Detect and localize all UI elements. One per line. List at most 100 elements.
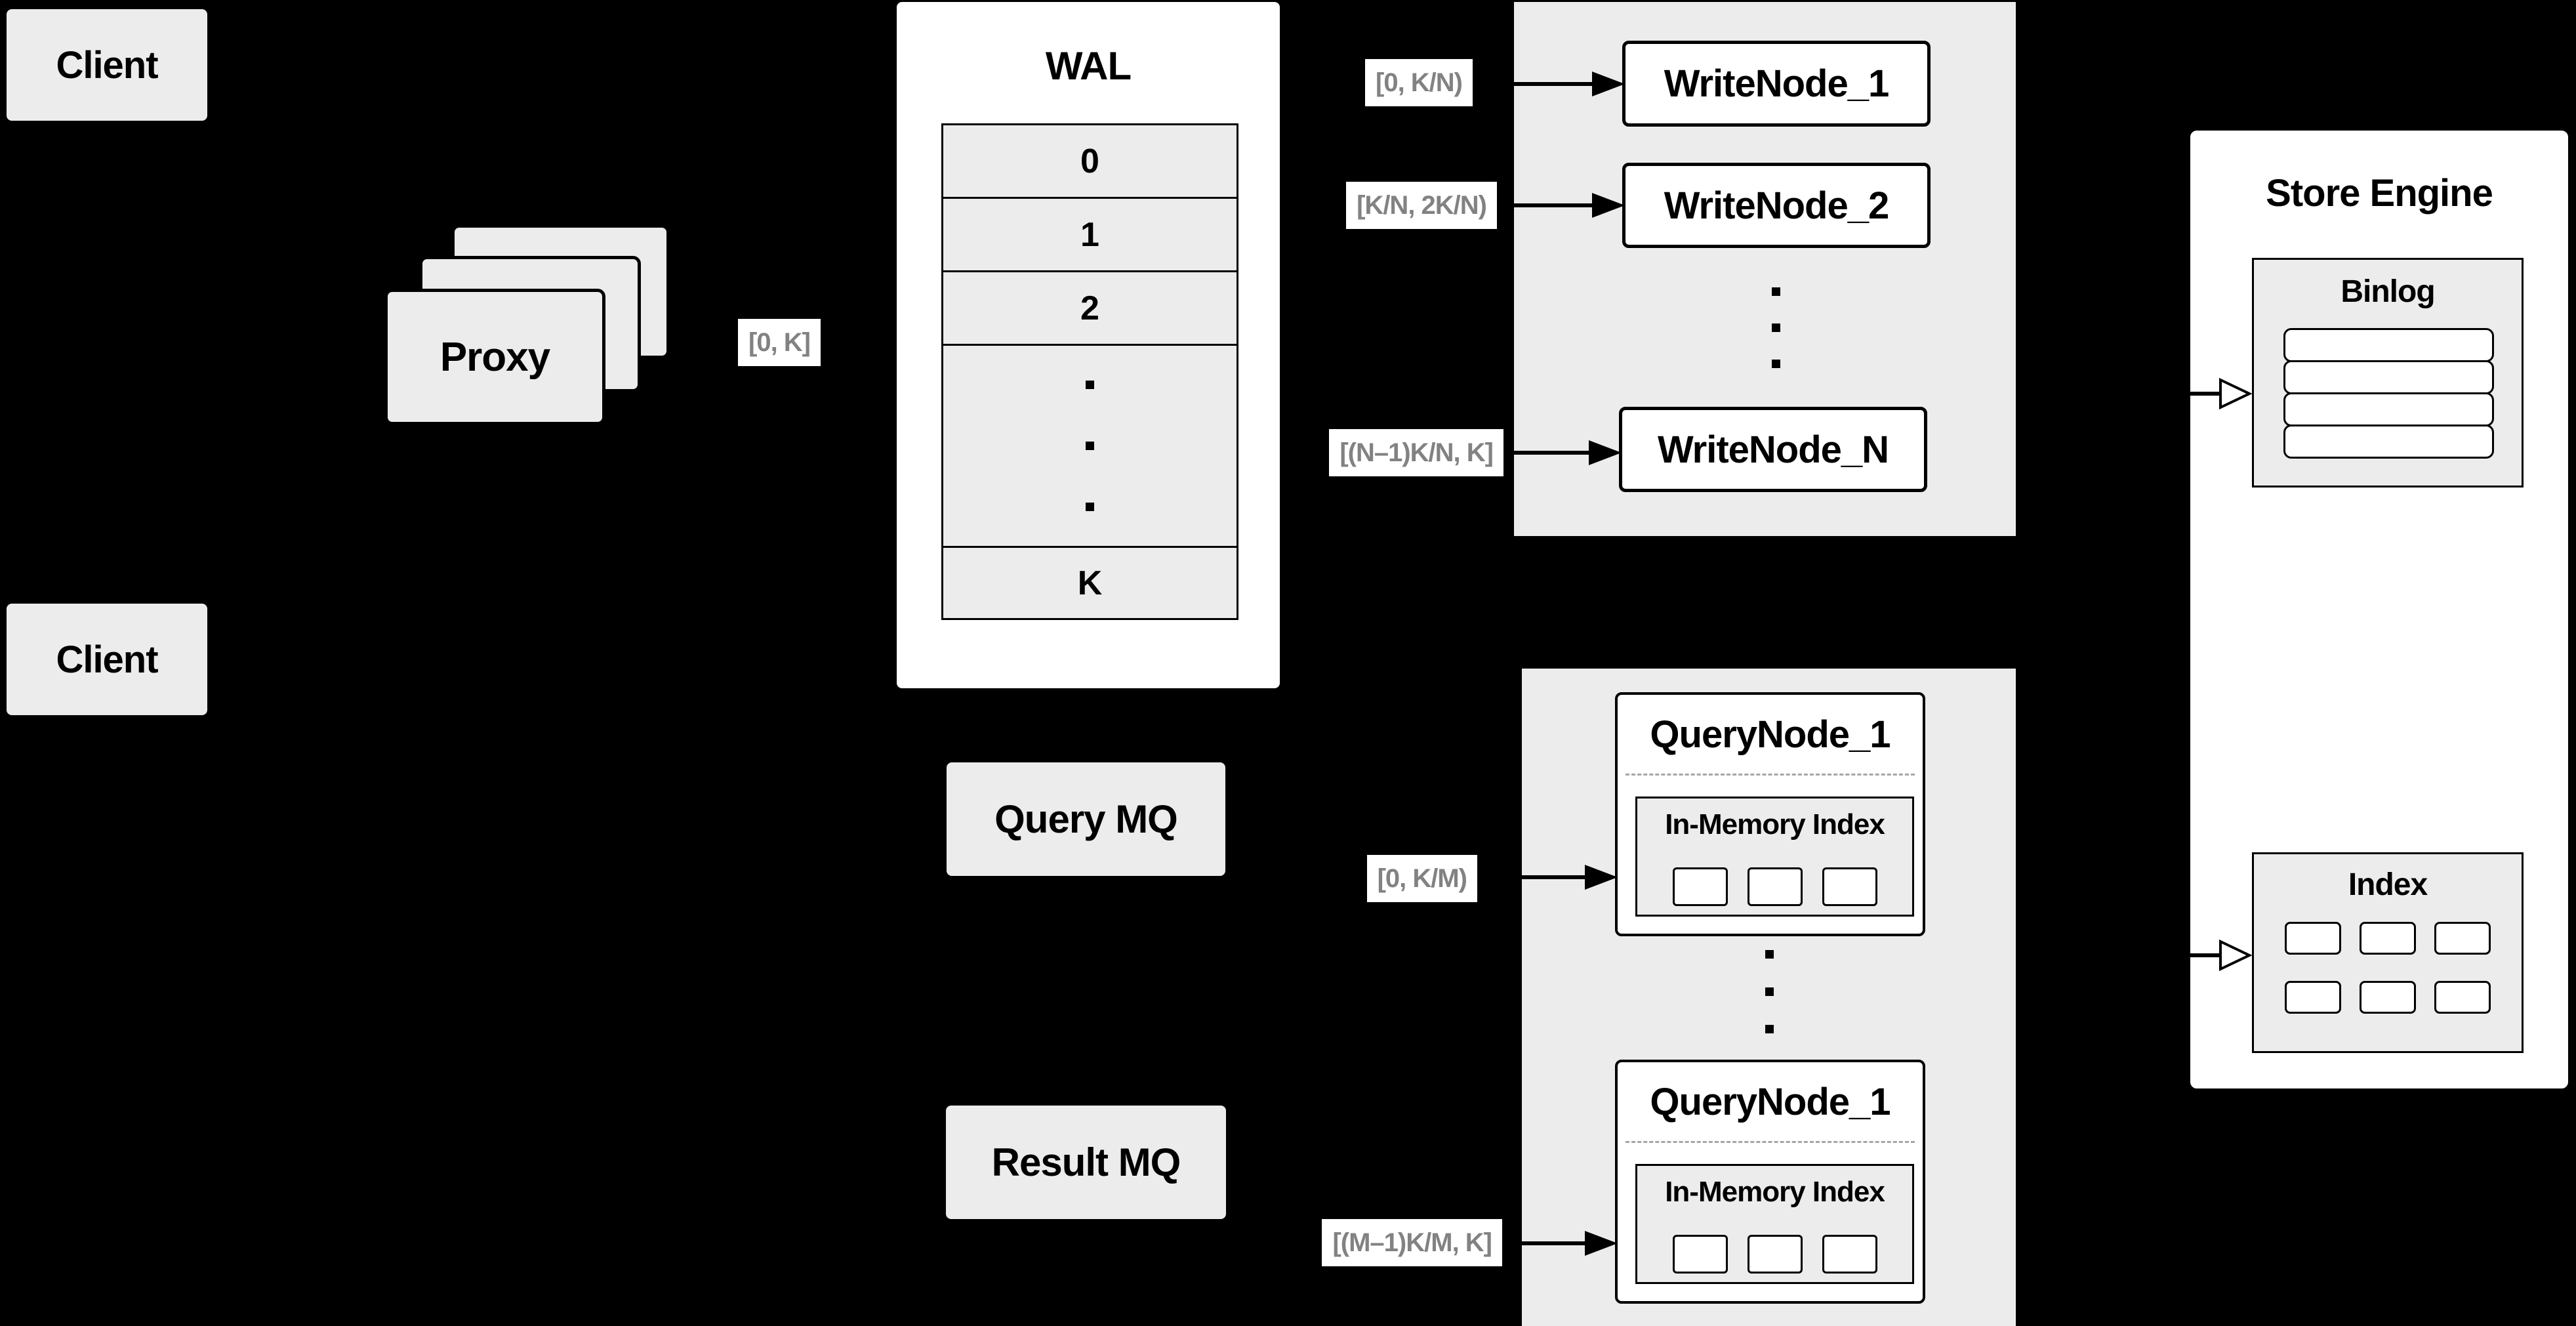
index-rect bbox=[2434, 922, 2491, 955]
segment-rects bbox=[1637, 1235, 1912, 1274]
segment-rect bbox=[1822, 1235, 1877, 1274]
wal-slot-ellipsis bbox=[941, 344, 1238, 548]
dot bbox=[1765, 950, 1774, 959]
client-bottom-box: Client bbox=[7, 604, 207, 715]
segment-rect bbox=[1672, 867, 1728, 906]
index-rect bbox=[2285, 922, 2341, 955]
index-rect bbox=[2285, 981, 2341, 1014]
write-node-1-label: WriteNode_1 bbox=[1664, 62, 1889, 105]
dot bbox=[1086, 442, 1094, 450]
dashed-separator bbox=[1625, 774, 1915, 776]
arrow-to-write-node-1 bbox=[1474, 72, 1625, 96]
query-node-ellipsis bbox=[1765, 950, 1774, 1033]
wal-slot-0-label: 0 bbox=[1080, 142, 1099, 180]
result-mq-label: Result MQ bbox=[991, 1140, 1181, 1184]
index-rect bbox=[2360, 981, 2416, 1014]
range-label-wnN: [(N–1)K/N, K] bbox=[1329, 429, 1503, 476]
range-label-wn2-text: [K/N, 2K/N) bbox=[1357, 190, 1487, 220]
in-memory-index-bottom-title: In-Memory Index bbox=[1637, 1171, 1912, 1213]
wal-slot-2-label: 2 bbox=[1080, 289, 1099, 327]
index-rects-row-1 bbox=[2254, 922, 2522, 955]
wal-title: WAL bbox=[897, 35, 1280, 97]
segment-rects bbox=[1637, 867, 1912, 906]
wal-title-text: WAL bbox=[1045, 44, 1132, 88]
wal-panel: WAL 0 1 2 K bbox=[897, 2, 1280, 688]
client-top-label: Client bbox=[56, 43, 158, 87]
query-node-bottom-title-text: QueryNode_1 bbox=[1650, 1080, 1891, 1123]
arrow-to-index bbox=[2189, 939, 2252, 972]
query-mq-box: Query MQ bbox=[947, 762, 1225, 876]
segment-rect bbox=[1672, 1235, 1728, 1274]
binlog-box: Binlog bbox=[2252, 258, 2524, 487]
query-node-top-title: QueryNode_1 bbox=[1618, 695, 1923, 774]
range-label-proxy: [0, K] bbox=[738, 319, 821, 366]
proxy-label: Proxy bbox=[440, 334, 550, 380]
binlog-row bbox=[2283, 425, 2494, 459]
store-engine-panel: Store Engine Binlog Index bbox=[2188, 128, 2571, 1091]
dot bbox=[1772, 360, 1780, 368]
wal-slot-k: K bbox=[941, 546, 1238, 620]
query-node-top: QueryNode_1 In-Memory Index bbox=[1615, 692, 1925, 936]
range-label-qn1-text: [0, K/M) bbox=[1377, 863, 1467, 893]
in-memory-index-bottom-title-text: In-Memory Index bbox=[1665, 1176, 1885, 1208]
write-node-n: WriteNode_N bbox=[1619, 407, 1927, 492]
dot bbox=[1086, 503, 1094, 511]
range-label-wn2: [K/N, 2K/N) bbox=[1346, 182, 1497, 229]
arrow-to-binlog bbox=[2189, 377, 2252, 410]
range-label-proxy-text: [0, K] bbox=[748, 327, 811, 357]
dot bbox=[1772, 323, 1780, 332]
wal-slot-2: 2 bbox=[941, 270, 1238, 346]
index-title: Index bbox=[2254, 861, 2522, 908]
write-node-2-label: WriteNode_2 bbox=[1664, 184, 1889, 227]
index-box: Index bbox=[2252, 852, 2524, 1053]
index-title-text: Index bbox=[2348, 867, 2428, 902]
wal-slot-1: 1 bbox=[941, 197, 1238, 272]
query-node-bottom-title: QueryNode_1 bbox=[1618, 1062, 1923, 1141]
range-label-qnM: [(M–1)K/M, K] bbox=[1322, 1219, 1502, 1266]
dashed-separator bbox=[1625, 1141, 1915, 1143]
range-label-wn1: [0, K/N) bbox=[1365, 59, 1473, 106]
write-node-n-label: WriteNode_N bbox=[1657, 428, 1889, 471]
in-memory-index-top-title-text: In-Memory Index bbox=[1665, 808, 1885, 840]
segment-rect bbox=[1747, 1235, 1803, 1274]
result-mq-box: Result MQ bbox=[946, 1106, 1226, 1219]
write-node-ellipsis bbox=[1772, 287, 1780, 368]
wal-ellipsis-dots bbox=[1086, 381, 1094, 511]
store-engine-title: Store Engine bbox=[2190, 160, 2568, 226]
arrow-to-write-node-n bbox=[1505, 440, 1622, 465]
wal-slot-table: 0 1 2 K bbox=[941, 123, 1238, 620]
query-mq-label: Query MQ bbox=[994, 797, 1178, 841]
index-rects-row-2 bbox=[2254, 981, 2522, 1014]
write-node-1: WriteNode_1 bbox=[1622, 41, 1931, 127]
range-label-qnM-text: [(M–1)K/M, K] bbox=[1332, 1228, 1492, 1257]
arrow-to-query-node-top bbox=[1479, 865, 1618, 890]
segment-rect bbox=[1822, 867, 1877, 906]
client-top-box: Client bbox=[7, 9, 207, 121]
dot bbox=[1086, 381, 1094, 389]
query-node-top-title-text: QueryNode_1 bbox=[1650, 713, 1891, 756]
binlog-title-text: Binlog bbox=[2341, 274, 2435, 309]
arrow-to-query-node-bottom bbox=[1502, 1231, 1618, 1256]
in-memory-index-bottom: In-Memory Index bbox=[1635, 1164, 1914, 1284]
segment-rect bbox=[1747, 867, 1803, 906]
index-rect bbox=[2434, 981, 2491, 1014]
in-memory-index-top: In-Memory Index bbox=[1635, 797, 1914, 917]
wal-slot-1-label: 1 bbox=[1080, 215, 1099, 254]
binlog-rows bbox=[2283, 328, 2494, 459]
range-label-wnN-text: [(N–1)K/N, K] bbox=[1339, 438, 1494, 467]
binlog-row bbox=[2283, 328, 2494, 362]
client-bottom-label: Client bbox=[56, 638, 158, 681]
dot bbox=[1765, 987, 1774, 996]
binlog-row bbox=[2283, 392, 2494, 426]
wal-slot-0: 0 bbox=[941, 123, 1238, 199]
in-memory-index-top-title: In-Memory Index bbox=[1637, 804, 1912, 846]
range-label-qn1: [0, K/M) bbox=[1366, 855, 1477, 902]
index-rect bbox=[2360, 922, 2416, 955]
store-engine-title-text: Store Engine bbox=[2266, 171, 2493, 215]
write-node-2: WriteNode_2 bbox=[1622, 163, 1931, 248]
arrow-to-write-node-2 bbox=[1498, 193, 1625, 218]
proxy-box: Proxy bbox=[384, 289, 605, 425]
range-label-wn1-text: [0, K/N) bbox=[1376, 68, 1463, 97]
dot bbox=[1765, 1025, 1774, 1033]
